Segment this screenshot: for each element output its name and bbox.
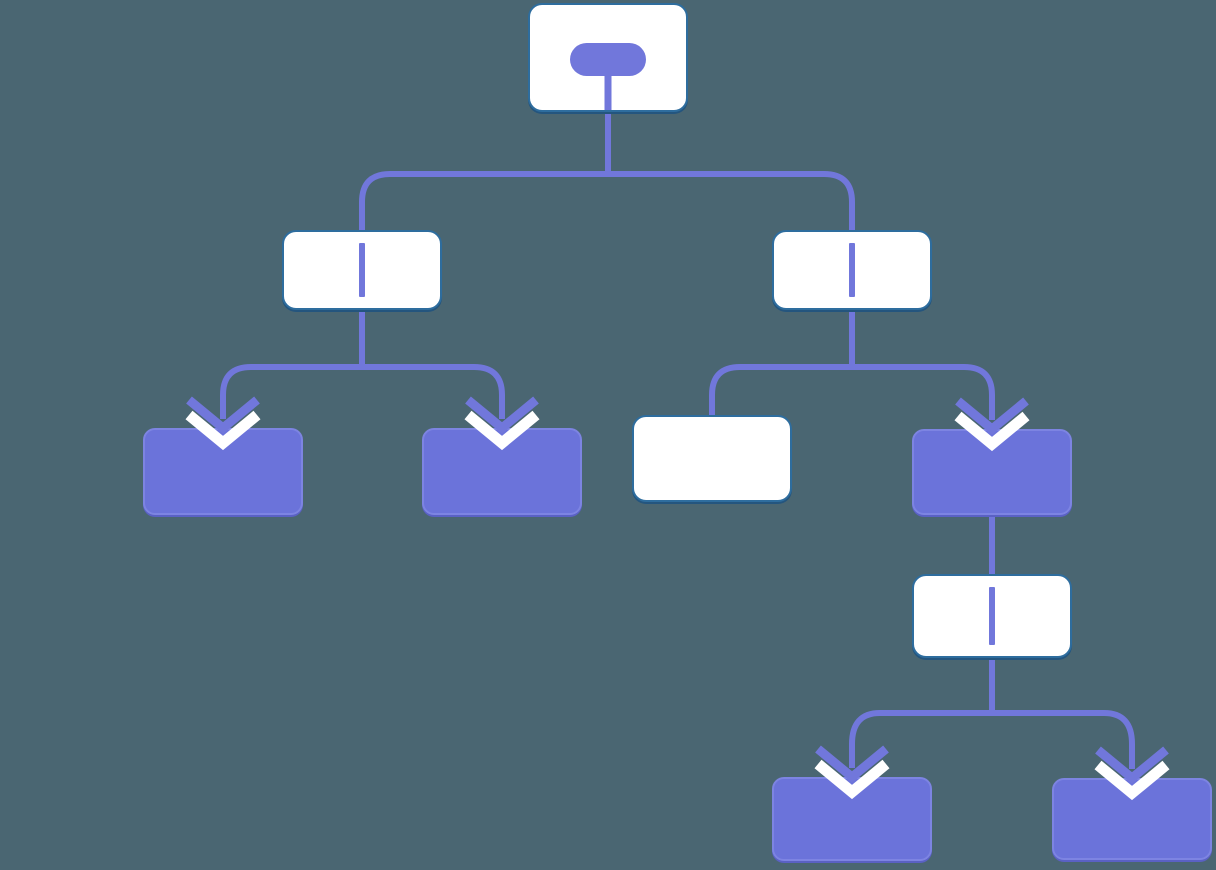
root-pill-icon xyxy=(570,43,646,76)
pass-through-bar-icon xyxy=(849,243,855,297)
pass-through-bar-icon xyxy=(989,587,995,645)
node-leaf-3[interactable] xyxy=(772,777,932,861)
node-branch-left[interactable] xyxy=(282,230,442,310)
node-branch-right[interactable] xyxy=(772,230,932,310)
node-plain-1[interactable] xyxy=(632,415,792,502)
root-stem-line xyxy=(604,75,612,110)
node-leaf-4[interactable] xyxy=(1052,778,1212,860)
node-step-1[interactable] xyxy=(912,429,1072,515)
pass-through-bar-icon xyxy=(359,243,365,297)
node-pass-2[interactable] xyxy=(912,574,1072,658)
node-leaf-1[interactable] xyxy=(143,428,303,515)
node-leaf-2[interactable] xyxy=(422,428,582,515)
node-root[interactable] xyxy=(528,3,688,112)
